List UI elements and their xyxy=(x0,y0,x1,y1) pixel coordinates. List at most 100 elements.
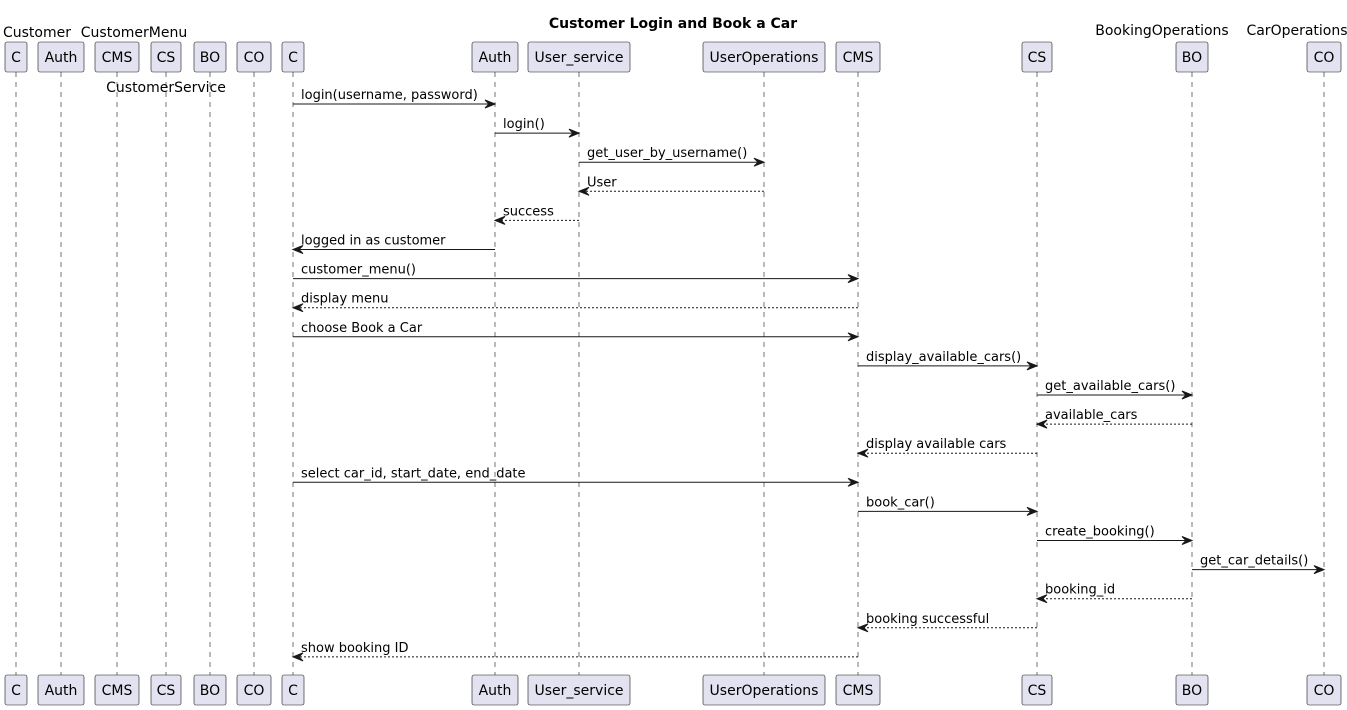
participant-cs1-top: CS xyxy=(150,41,182,73)
participant-label: Auth xyxy=(479,50,512,66)
participant-co1-top: CO xyxy=(236,41,272,73)
participant-label: CMS xyxy=(102,50,133,66)
message-arrowhead xyxy=(577,186,590,196)
participant-label: C xyxy=(11,50,21,66)
message-arrowhead xyxy=(291,652,304,662)
participant-cms1-top: CMS xyxy=(94,41,140,73)
participant-box xyxy=(702,674,826,706)
participant-c2-top: C xyxy=(281,41,305,73)
participant-label: BO xyxy=(1182,50,1202,66)
participant-bo1-bottom: BO xyxy=(193,674,227,706)
message-label: choose Book a Car xyxy=(301,321,423,336)
participant-label: CMS xyxy=(102,683,133,699)
participant-label: CS xyxy=(1028,50,1047,66)
message-label: booking_id xyxy=(1045,583,1115,598)
message-label: get_car_details() xyxy=(1200,554,1308,569)
participant-co2-bottom: CO xyxy=(1306,674,1342,706)
participant-box xyxy=(94,41,140,73)
participant-box xyxy=(236,41,272,73)
message-label: get_user_by_username() xyxy=(587,146,747,161)
participant-box xyxy=(1175,41,1209,73)
message-arrowhead xyxy=(847,332,860,342)
message-label: available_cars xyxy=(1045,408,1138,423)
participant-box xyxy=(1021,674,1053,706)
participant-box xyxy=(527,41,631,73)
alias-label-caroperations: CarOperations xyxy=(1246,23,1347,39)
message-arrowhead xyxy=(1181,536,1194,545)
participant-uo-bottom: UserOperations xyxy=(702,674,826,706)
message-4: User xyxy=(577,175,764,196)
participant-label: CMS xyxy=(843,683,874,699)
participant-box xyxy=(702,41,826,73)
participant-auth1-top: Auth xyxy=(37,41,85,73)
message-10: display_available_cars() xyxy=(858,350,1039,371)
message-arrowhead xyxy=(856,448,869,458)
message-9: choose Book a Car xyxy=(293,321,860,342)
participant-box xyxy=(1021,41,1053,73)
message-1: login(username, password) xyxy=(293,88,497,109)
participant-label: Auth xyxy=(45,683,78,699)
message-arrowhead xyxy=(493,215,506,225)
participant-label: CO xyxy=(1314,683,1335,699)
message-label: login() xyxy=(503,117,545,132)
message-arrowhead xyxy=(484,99,497,109)
participant-bo2-bottom: BO xyxy=(1175,674,1209,706)
diagram-title: Customer Login and Book a Car xyxy=(549,16,797,32)
participant-label: CS xyxy=(157,50,176,66)
participant-box xyxy=(1306,41,1342,73)
message-7: customer_menu() xyxy=(293,263,860,284)
participant-box xyxy=(236,674,272,706)
message-arrowhead xyxy=(1035,419,1048,429)
message-label: booking successful xyxy=(866,612,989,627)
message-label: book_car() xyxy=(866,495,935,510)
participant-bo2-top: BO xyxy=(1175,41,1209,73)
participant-label: CO xyxy=(244,50,265,66)
participant-box xyxy=(37,674,85,706)
message-label: get_available_cars() xyxy=(1045,379,1175,394)
message-label: display available cars xyxy=(866,437,1007,452)
message-label: customer_menu() xyxy=(301,263,416,278)
participant-co2-top: CO xyxy=(1306,41,1342,73)
participant-box xyxy=(1175,674,1209,706)
message-arrowhead xyxy=(847,274,860,284)
participant-box xyxy=(4,41,28,73)
message-label: display_available_cars() xyxy=(866,350,1021,365)
participant-auth1-bottom: Auth xyxy=(37,674,85,706)
message-arrowhead xyxy=(291,303,304,313)
message-arrowhead xyxy=(1035,594,1048,604)
alias-label-customerservice: CustomerService xyxy=(106,80,226,96)
participant-c2-bottom: C xyxy=(281,674,305,706)
participant-box xyxy=(471,41,519,73)
participant-bo1-top: BO xyxy=(193,41,227,73)
message-arrowhead xyxy=(1313,565,1326,575)
participant-box xyxy=(193,674,227,706)
participant-auth2-top: Auth xyxy=(471,41,519,73)
participant-label: CO xyxy=(1314,50,1335,66)
participant-label: User_service xyxy=(534,50,623,66)
participant-box xyxy=(37,41,85,73)
message-11: get_available_cars() xyxy=(1037,379,1194,400)
participant-box xyxy=(4,674,28,706)
participant-cs2-top: CS xyxy=(1021,41,1053,73)
participant-cms2-bottom: CMS xyxy=(835,674,881,706)
participant-us-top: User_service xyxy=(527,41,631,73)
message-arrowhead xyxy=(568,128,581,138)
alias-label-bookingoperations: BookingOperations xyxy=(1095,23,1228,39)
message-18: booking_id xyxy=(1035,583,1192,604)
message-label: display menu xyxy=(301,292,388,307)
participant-us-bottom: User_service xyxy=(527,674,631,706)
participant-label: Auth xyxy=(479,683,512,699)
participant-box xyxy=(835,41,881,73)
message-15: book_car() xyxy=(858,495,1039,516)
participant-label: C xyxy=(11,683,21,699)
message-20: show booking ID xyxy=(291,641,858,662)
message-5: success xyxy=(493,204,579,225)
message-8: display menu xyxy=(291,292,858,313)
participant-cms1-bottom: CMS xyxy=(94,674,140,706)
participant-box xyxy=(1306,674,1342,706)
participant-c1-top: C xyxy=(4,41,28,73)
message-label: success xyxy=(503,204,554,219)
message-label: create_booking() xyxy=(1045,525,1155,540)
participant-box xyxy=(150,674,182,706)
